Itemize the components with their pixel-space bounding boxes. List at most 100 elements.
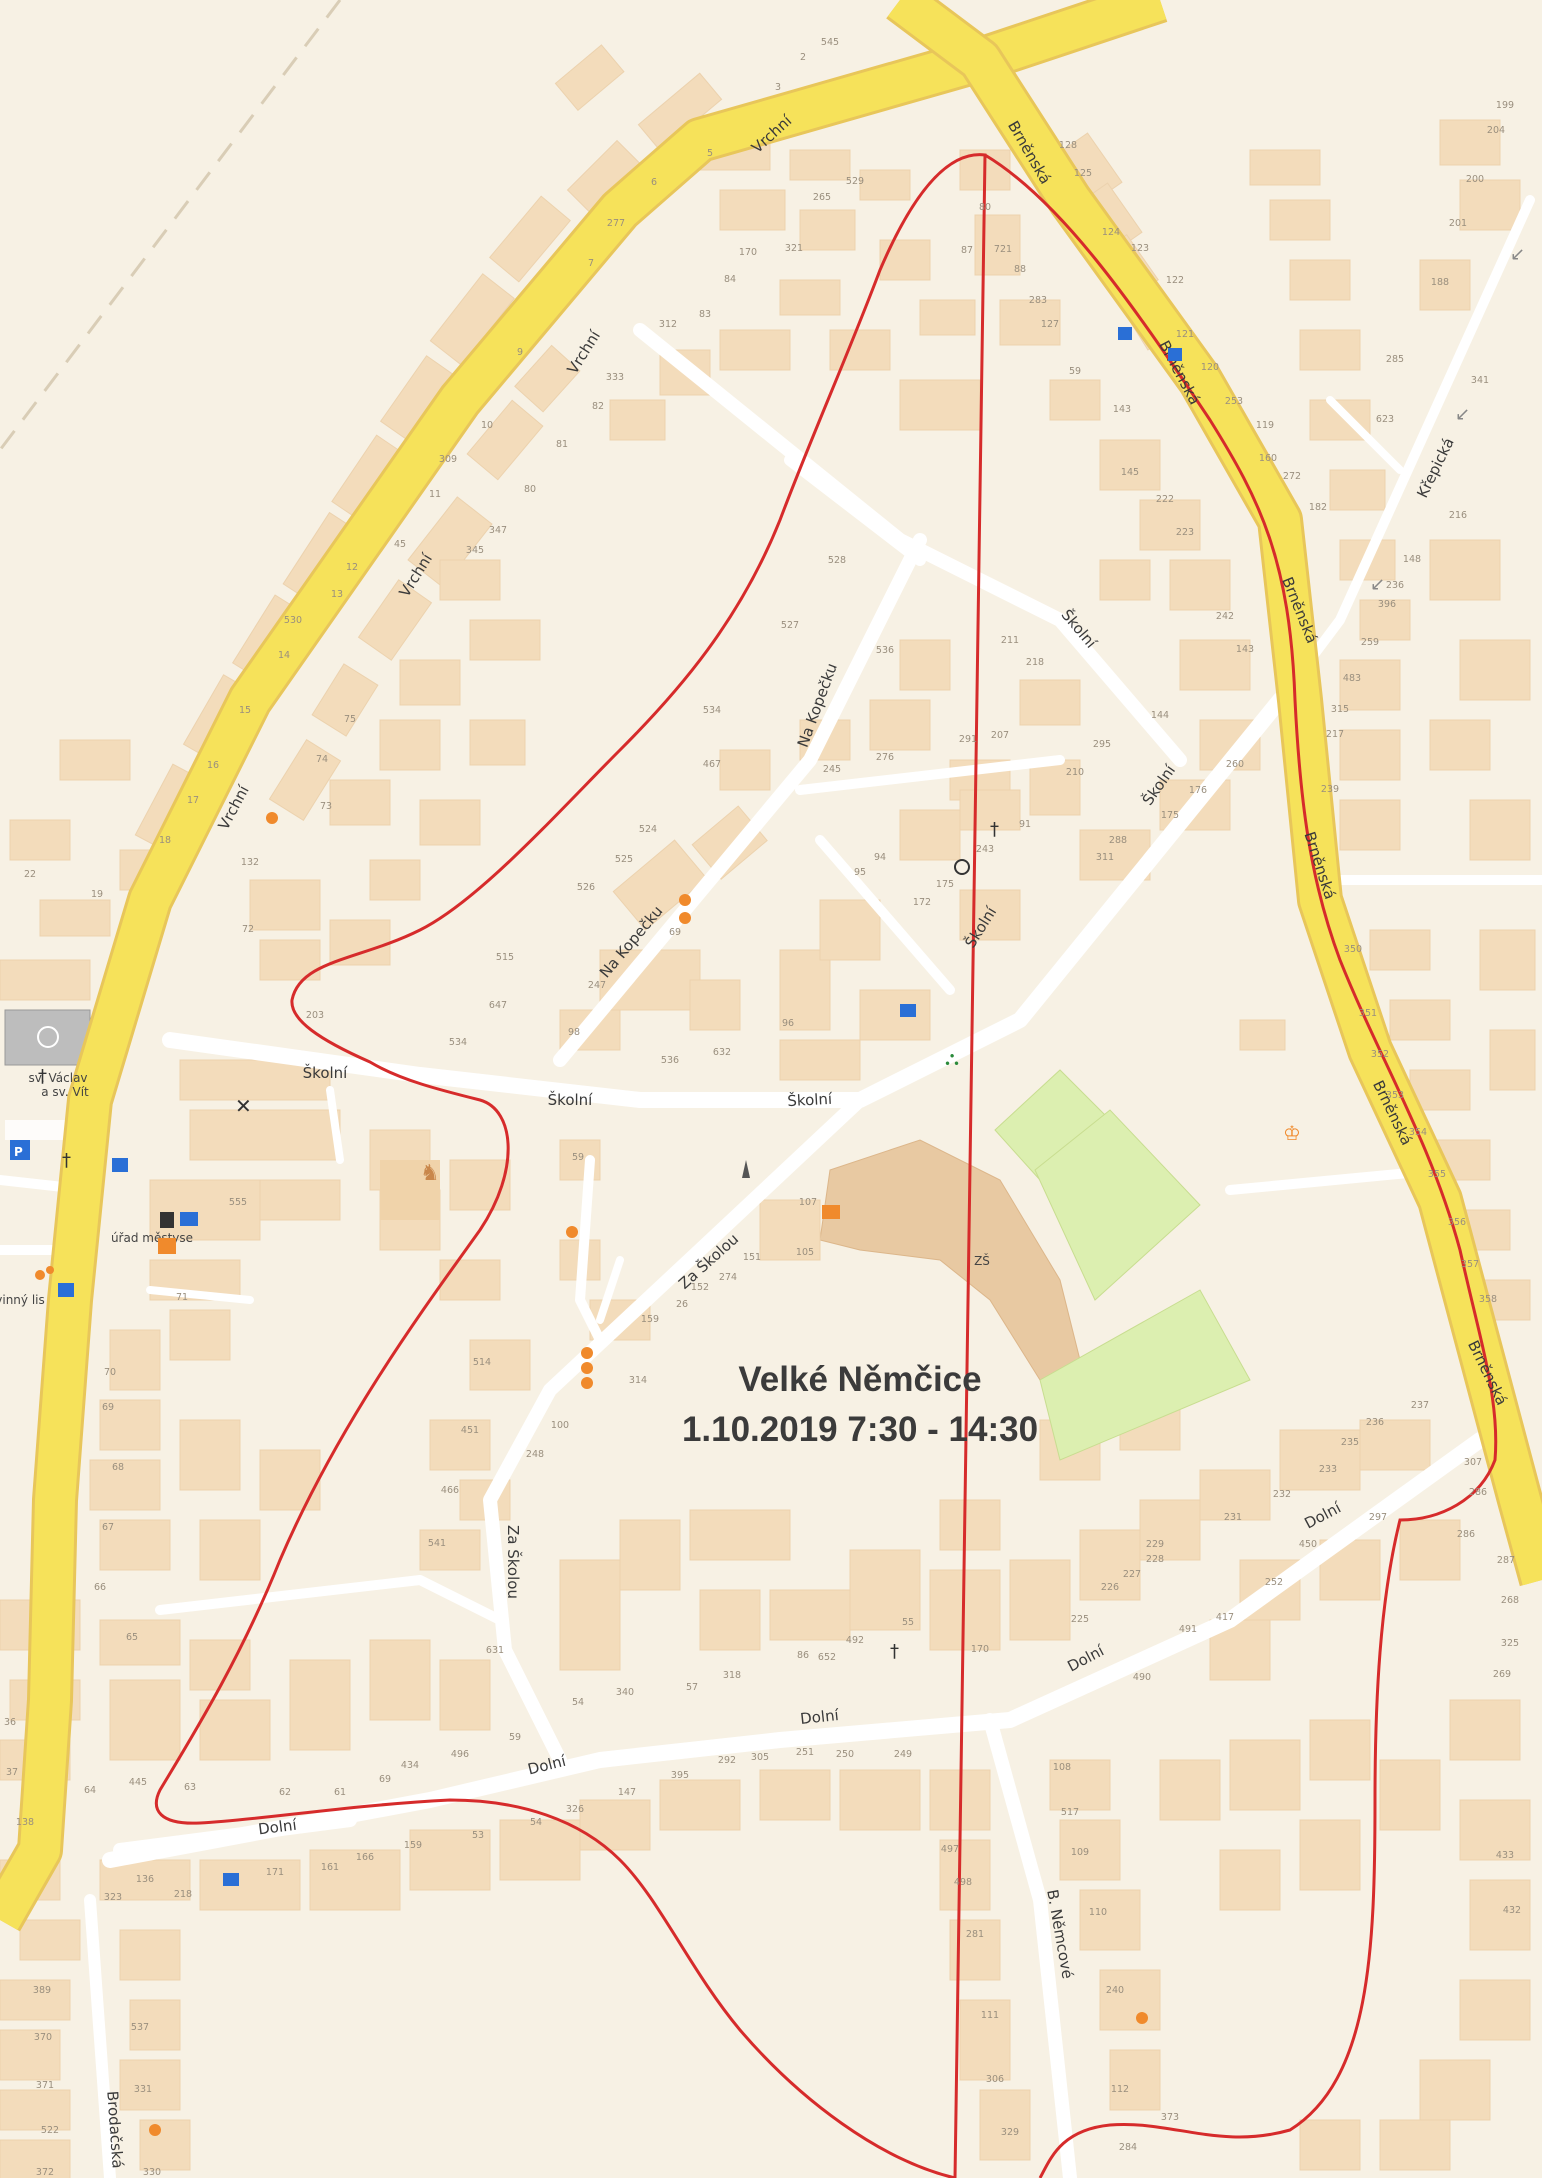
house-number: 330 bbox=[143, 2167, 161, 2178]
house-number: 22 bbox=[24, 869, 36, 880]
house-number: 432 bbox=[1503, 1905, 1521, 1916]
house-number: 496 bbox=[451, 1749, 469, 1760]
house-number: 357 bbox=[1461, 1259, 1479, 1270]
house-number: 210 bbox=[1066, 767, 1084, 778]
house-number: 13 bbox=[331, 589, 343, 600]
house-number: 120 bbox=[1201, 362, 1219, 373]
place-label: sv. Václav bbox=[28, 1071, 87, 1085]
railway-line bbox=[0, 0, 342, 451]
house-number: 333 bbox=[606, 372, 624, 383]
house-number: 211 bbox=[1001, 635, 1019, 646]
house-number: 309 bbox=[439, 454, 457, 465]
house-number: 145 bbox=[1121, 467, 1139, 478]
house-number: 84 bbox=[724, 274, 736, 285]
house-number: 166 bbox=[356, 1852, 374, 1863]
house-number: 69 bbox=[669, 927, 681, 938]
house-number: 287 bbox=[1497, 1555, 1515, 1566]
house-number: 312 bbox=[659, 319, 677, 330]
house-number: 492 bbox=[846, 1635, 864, 1646]
sports-fields bbox=[994, 1069, 1251, 1461]
house-number: 81 bbox=[556, 439, 568, 450]
main-roads bbox=[0, 0, 1542, 1932]
house-number: 237 bbox=[1411, 1400, 1429, 1411]
house-number: 72 bbox=[242, 924, 254, 935]
house-number: 286 bbox=[1469, 1487, 1487, 1498]
house-number: 228 bbox=[1146, 1554, 1164, 1565]
house-number: 491 bbox=[1179, 1624, 1197, 1635]
house-number: 201 bbox=[1449, 218, 1467, 229]
house-number: 248 bbox=[526, 1449, 544, 1460]
house-number: 94 bbox=[874, 852, 886, 863]
house-number: 170 bbox=[739, 247, 757, 258]
house-number: 321 bbox=[785, 243, 803, 254]
house-number: 3 bbox=[775, 82, 781, 93]
house-number: 144 bbox=[1151, 710, 1169, 721]
house-number: 55 bbox=[902, 1617, 914, 1628]
house-number: 417 bbox=[1216, 1612, 1234, 1623]
svg-text:P: P bbox=[14, 1145, 23, 1159]
house-number: 172 bbox=[913, 897, 931, 908]
house-number: 721 bbox=[994, 244, 1012, 255]
house-number: 59 bbox=[572, 1152, 584, 1163]
house-number: 306 bbox=[986, 2074, 1004, 2085]
house-number: 239 bbox=[1321, 784, 1339, 795]
route-boundary bbox=[154, 153, 1498, 2178]
bus-stop-icon bbox=[1168, 348, 1182, 361]
house-number: 240 bbox=[1106, 1985, 1124, 1996]
arrow-icon: ↙ bbox=[1370, 574, 1385, 595]
house-number: 109 bbox=[1071, 1847, 1089, 1858]
house-number: 355 bbox=[1428, 1169, 1446, 1180]
house-number: 98 bbox=[568, 1027, 580, 1038]
map-title: Velké Němčice 1.10.2019 7:30 - 14:30 bbox=[560, 1355, 1160, 1455]
house-number: 623 bbox=[1376, 414, 1394, 425]
house-number: 36 bbox=[4, 1717, 16, 1728]
house-number: 517 bbox=[1061, 1807, 1079, 1818]
house-number: 522 bbox=[41, 2125, 59, 2136]
kindergarten-icon bbox=[380, 1160, 440, 1220]
house-number: 445 bbox=[129, 1777, 147, 1788]
arrow-icon: ↙ bbox=[1510, 244, 1525, 265]
house-number: 105 bbox=[796, 1247, 814, 1258]
house-number: 17 bbox=[187, 795, 199, 806]
house-number: 216 bbox=[1449, 510, 1467, 521]
house-number: 245 bbox=[823, 764, 841, 775]
street-label: Za Školou bbox=[504, 1525, 523, 1599]
house-number: 59 bbox=[1069, 366, 1081, 377]
street-label: Dolní bbox=[799, 1706, 840, 1728]
house-number: 466 bbox=[441, 1485, 459, 1496]
house-number: 307 bbox=[1464, 1457, 1482, 1468]
wine-icon bbox=[46, 1266, 54, 1274]
house-number: 12 bbox=[346, 562, 358, 573]
minor-roads bbox=[0, 195, 1542, 2178]
house-number: 632 bbox=[713, 1047, 731, 1058]
bus-stop-icon bbox=[900, 1004, 916, 1017]
house-number: 251 bbox=[796, 1747, 814, 1758]
house-number: 331 bbox=[134, 2084, 152, 2095]
house-number: 345 bbox=[466, 545, 484, 556]
house-number: 53 bbox=[472, 1830, 484, 1841]
house-number: 232 bbox=[1273, 1489, 1291, 1500]
house-number: 281 bbox=[966, 1929, 984, 1940]
street-label: Školní bbox=[548, 1090, 594, 1109]
poi-orange-icon bbox=[266, 812, 278, 824]
house-number: 235 bbox=[1341, 1437, 1359, 1448]
bus-stop-icon bbox=[58, 1283, 74, 1297]
house-number: 527 bbox=[781, 620, 799, 631]
house-number: 204 bbox=[1487, 125, 1505, 136]
house-number: 528 bbox=[828, 555, 846, 566]
house-number: 252 bbox=[1265, 1577, 1283, 1588]
library-icon bbox=[158, 1238, 176, 1254]
house-number: 136 bbox=[136, 1874, 154, 1885]
house-number: 288 bbox=[1109, 835, 1127, 846]
house-number: 199 bbox=[1496, 100, 1514, 111]
house-number: 236 bbox=[1386, 580, 1404, 591]
house-number: 434 bbox=[401, 1760, 419, 1771]
house-number: 147 bbox=[618, 1787, 636, 1798]
street-label: Dolní bbox=[257, 1816, 298, 1839]
house-number: 63 bbox=[184, 1782, 196, 1793]
house-number: 222 bbox=[1156, 494, 1174, 505]
place-label: úřad městyse bbox=[111, 1231, 193, 1245]
house-number: 67 bbox=[102, 1522, 114, 1533]
house-number: 537 bbox=[131, 2022, 149, 2033]
house-number: 91 bbox=[1019, 819, 1031, 830]
